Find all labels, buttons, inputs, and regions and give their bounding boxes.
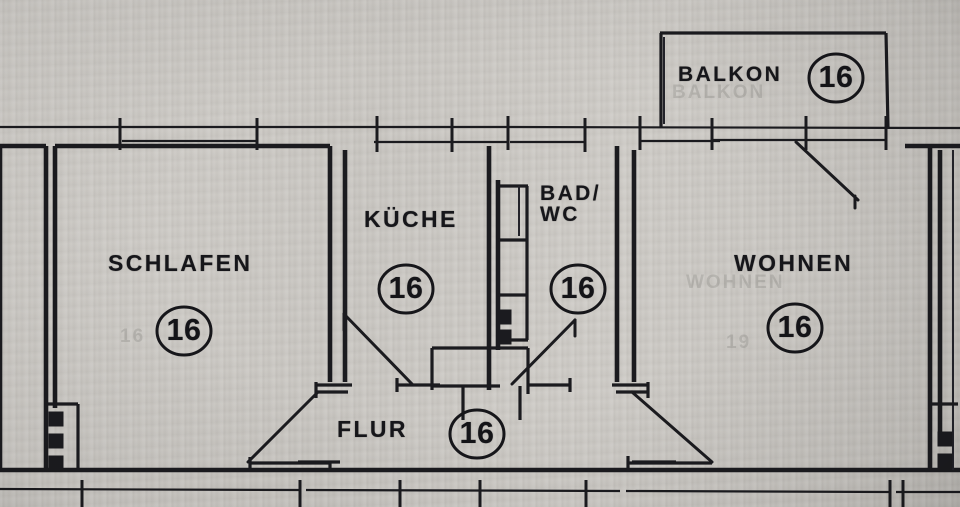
room-label-text: KÜCHE	[364, 206, 458, 232]
room-label-schlafen: SCHLAFEN	[108, 250, 253, 276]
room-label-wohnen: WOHNEN	[734, 250, 854, 276]
wall-schlafen-kueche	[314, 146, 352, 398]
room-label-text: WOHNEN	[734, 250, 854, 276]
door-swings	[246, 140, 860, 464]
room-label-bad-wc: BAD/WC	[540, 183, 601, 226]
room-label-text: BALKON	[678, 63, 783, 86]
room-tag-circles	[155, 52, 865, 460]
top-dimension-band	[0, 116, 960, 152]
room-tag-number-bad-wc: 16	[560, 271, 596, 305]
room-tag-circle-schlafen	[155, 305, 213, 357]
room-tag-circle-wohnen	[766, 302, 824, 354]
wall-kueche-bad	[486, 146, 529, 390]
bottom-dimension-band	[0, 460, 960, 507]
room-tag-number-kueche: 16	[388, 271, 424, 305]
room-label-flur: FLUR	[337, 416, 408, 442]
room-tag-number-wohnen: 16	[777, 310, 813, 344]
room-label-balkon: BALKON	[678, 63, 783, 86]
bottom-dimension-ticks	[80, 480, 905, 507]
room-tag-circle-bad-wc	[549, 263, 607, 315]
room-tag-number-flur: 16	[459, 416, 495, 450]
room-tag-number-schlafen: 16	[166, 313, 202, 347]
room-label-kueche: KÜCHE	[364, 206, 458, 232]
balcony-outline	[659, 31, 890, 129]
radiator-symbols-right	[930, 402, 958, 469]
room-label-text: FLUR	[337, 416, 408, 442]
room-label-text: SCHLAFEN	[108, 250, 253, 276]
room-tag-circle-flur	[448, 408, 506, 460]
room-label-text-line2: WC	[540, 203, 580, 227]
radiator-symbols-left	[46, 402, 80, 471]
room-tag-circle-kueche	[377, 263, 435, 315]
room-tag-number-balkon: 16	[818, 60, 854, 94]
room-label-text: BAD/	[540, 182, 601, 205]
room-tag-circle-balkon	[807, 52, 865, 104]
wall-bad-wohnen	[612, 146, 650, 398]
